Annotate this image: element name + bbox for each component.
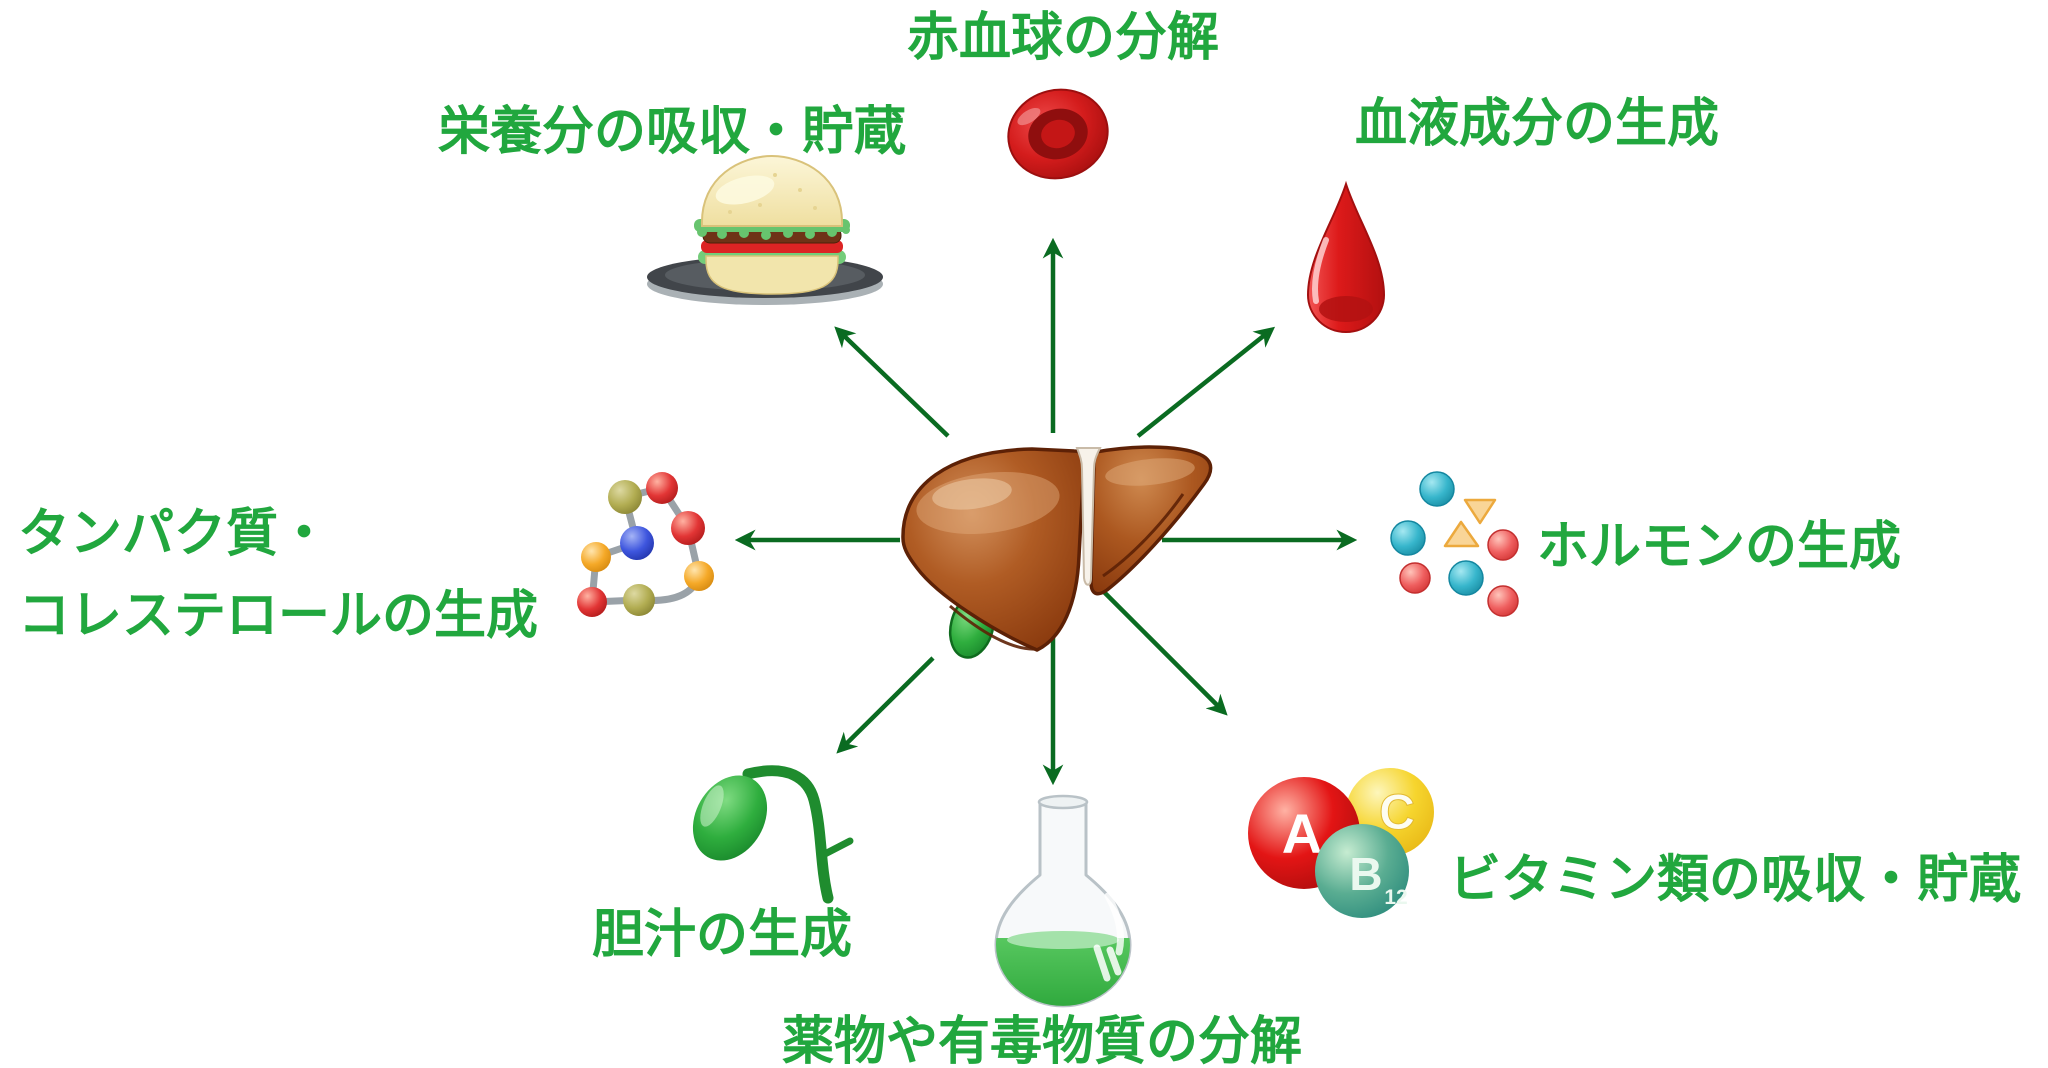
- arrow-down-left: [836, 656, 935, 754]
- flask-shine: [1104, 892, 1125, 956]
- label-protein-line: タンパク質・: [18, 505, 331, 563]
- hormone-particles-icon: [1390, 471, 1519, 617]
- hormone-triangle-down: [1463, 498, 1497, 525]
- hormone-salmon-2: [1399, 562, 1431, 594]
- rbc-highlight: [1017, 107, 1041, 126]
- burger-lettuce-ruffles: [697, 226, 850, 240]
- molecule-ball-olive-2: [623, 584, 655, 616]
- molecule-ball-red-3: [577, 587, 607, 617]
- vitamin-a-letter: A: [1282, 802, 1322, 865]
- label-cholesterol-production-line: コレステロールの生成: [18, 587, 539, 645]
- molecule-ball-orange-2: [684, 561, 714, 591]
- arrow-up-left: [834, 326, 950, 438]
- gallbladder-highlight: [700, 785, 724, 827]
- vitamin-b12-subscript: 12: [1384, 886, 1407, 909]
- gallbladder-duct-branch: [817, 837, 854, 860]
- hormone-triangle-up: [1443, 520, 1480, 548]
- gallbladder-icon: [692, 765, 854, 904]
- molecule-ball-olive-1: [608, 480, 642, 514]
- drop-body: [1306, 180, 1386, 333]
- hormone-cyan-1: [1419, 471, 1455, 507]
- hormone-salmon-3: [1487, 585, 1519, 617]
- red-blood-cell-icon: [1007, 88, 1109, 180]
- rbc-center: [1041, 119, 1075, 149]
- molecule-ball-red-2: [671, 511, 705, 545]
- molecule-ball-blue: [620, 526, 654, 560]
- liver-left-crease: [949, 604, 1037, 651]
- molecule-ball-orange-1: [581, 542, 611, 572]
- flask-rim: [1037, 794, 1089, 810]
- label-nutrient-absorption-storage: 栄養分の吸収・貯蔵: [438, 103, 907, 161]
- liver-right-highlight: [1105, 458, 1195, 486]
- gallbladder-sac: [692, 775, 768, 861]
- blood-drop-icon: [1306, 180, 1386, 333]
- burger-bun-highlight: [715, 175, 775, 205]
- burger-top-bun: [700, 154, 844, 227]
- flask-icon: [994, 794, 1132, 1008]
- label-red-blood-cell-breakdown: 赤血球の分解: [907, 9, 1220, 67]
- label-vitamin-absorption-storage: ビタミン類の吸収・貯蔵: [1449, 851, 2022, 909]
- drop-bottom-shade: [1319, 296, 1373, 322]
- liver-right-crease: [1102, 493, 1185, 578]
- hormone-salmon-1: [1487, 529, 1519, 561]
- hormone-cyan-2: [1390, 520, 1426, 556]
- vitamin-b12-ball: [1315, 824, 1409, 918]
- vitamin-b-letter: B: [1349, 848, 1382, 900]
- gallbladder-duct: [742, 765, 834, 904]
- molecule-ball-red-1: [646, 472, 678, 504]
- label-hormone-production: ホルモンの生成: [1537, 518, 1902, 576]
- burger-bun-speckles: [728, 173, 817, 214]
- arrow-down-right: [1094, 582, 1228, 716]
- label-bile-production: 胆汁の生成: [592, 906, 853, 964]
- liver-ligament: [1075, 447, 1102, 586]
- liver-icon: [901, 445, 1213, 659]
- label-blood-component-production: 血液成分の生成: [1355, 95, 1720, 153]
- hamburger-plate-icon: [647, 154, 883, 305]
- burger-bottom-bun: [705, 255, 839, 295]
- vitamins-icon: C A B 12: [1248, 768, 1434, 918]
- liver-highlight-bright: [932, 478, 1012, 510]
- arrow-up-right: [1136, 326, 1276, 438]
- hormone-cyan-3: [1448, 560, 1484, 596]
- protein-molecule-icon: [577, 472, 714, 617]
- label-drug-toxin-breakdown: 薬物や有毒物質の分解: [782, 1013, 1303, 1068]
- drop-highlight: [1312, 237, 1329, 304]
